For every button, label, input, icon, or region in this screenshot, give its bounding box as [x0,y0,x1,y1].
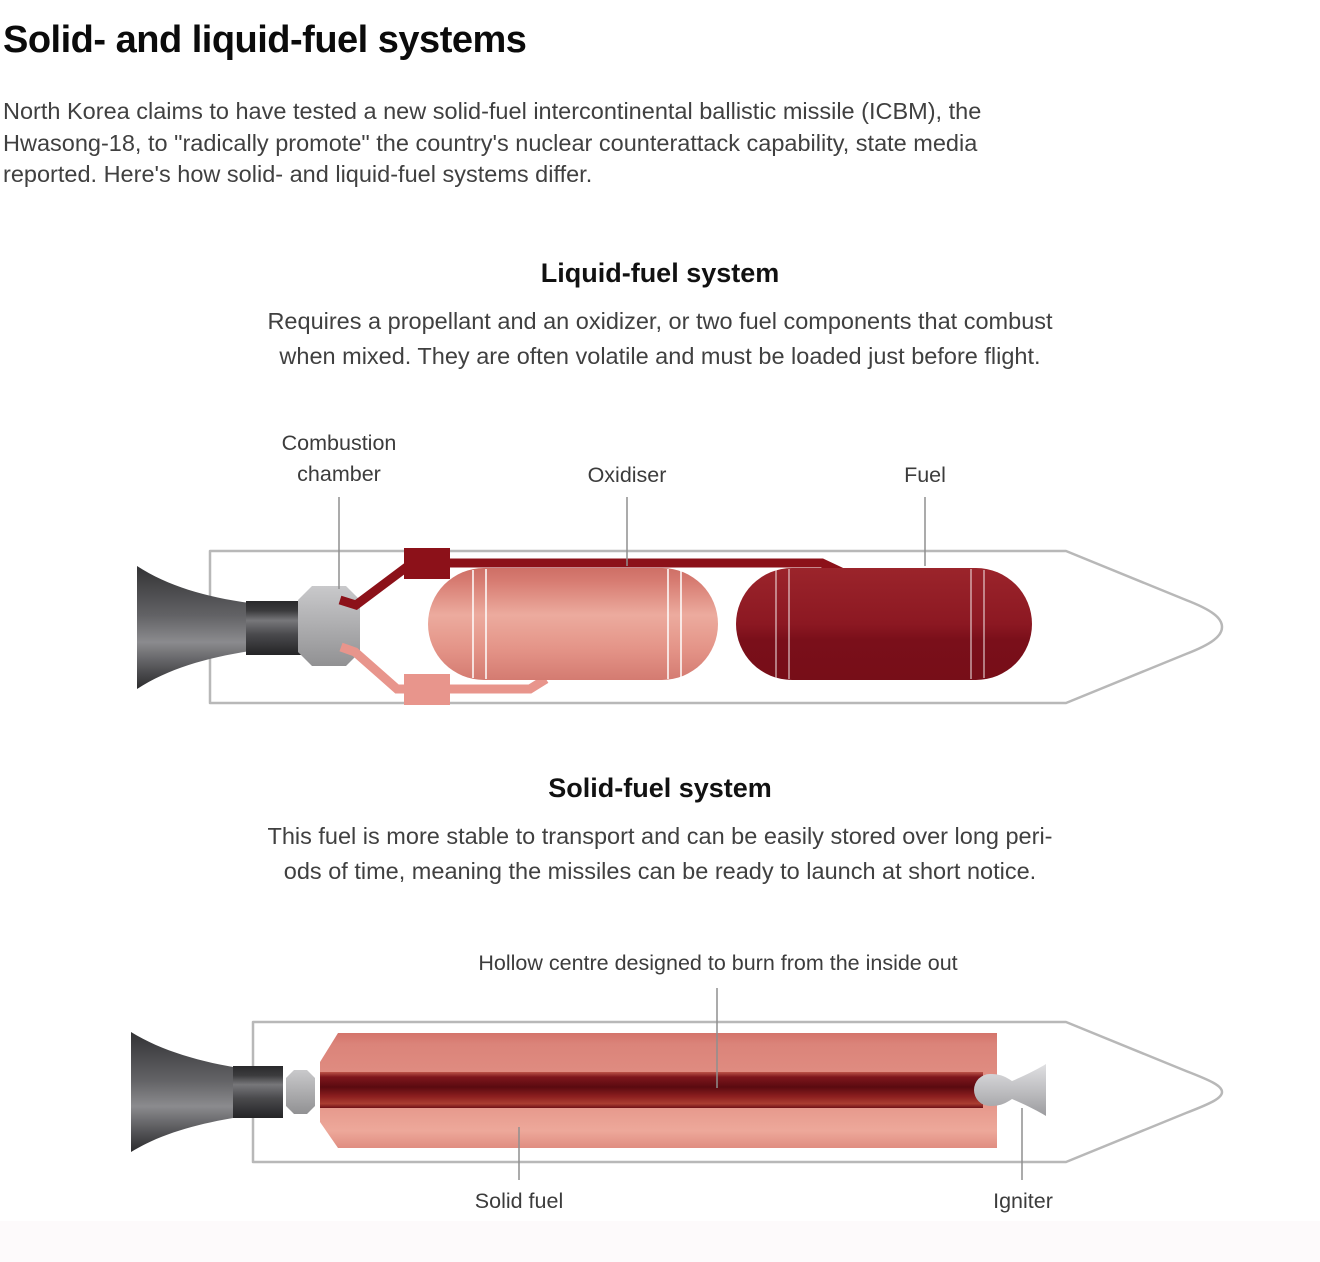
fuel-tank [736,568,1032,680]
igniter-label: Igniter [993,1189,1053,1213]
solid-connector-shape [286,1070,315,1114]
igniter-shape [974,1064,1046,1116]
fuel-pipe-valve [404,548,450,579]
fuel-tank-rings [775,569,985,679]
combustion-chamber-label: Combustion chamber [281,431,397,486]
solid-nozzle [131,1032,245,1152]
liquid-nozzle [137,566,250,689]
hollow-centre-label: Hollow centre designed to burn from the … [478,951,958,975]
solid-section-heading: Solid-fuel system [548,773,772,803]
liquid-section-heading: Liquid-fuel system [540,258,780,288]
solid-leader-lines [518,988,1023,1180]
fuel-label: Fuel [904,463,946,487]
oxidiser-pipe-valve [404,674,450,705]
solid-nozzle-throat [233,1066,283,1118]
hollow-centre-band [320,1072,983,1108]
oxidiser-tank [428,568,718,680]
solid-missile-diagram [131,988,1224,1180]
solid-section-description: This fuel is more stable to transport an… [267,823,1053,884]
solid-fuel-label: Solid fuel [474,1189,564,1213]
liquid-leader-lines [338,497,926,589]
liquid-section-description: Requires a propellant and an oxidizer, o… [267,308,1053,369]
oxidiser-tank-rings [472,569,682,679]
page-title: Solid- and liquid-fuel systems [3,19,527,61]
oxidiser-pipe [339,642,549,694]
oxidiser-label: Oxidiser [587,463,667,487]
liquid-nozzle-throat [246,601,302,655]
footer-band [0,1221,1320,1262]
intro-paragraph: North Korea claims to have tested a new … [3,98,982,187]
liquid-missile-diagram [137,497,1224,705]
